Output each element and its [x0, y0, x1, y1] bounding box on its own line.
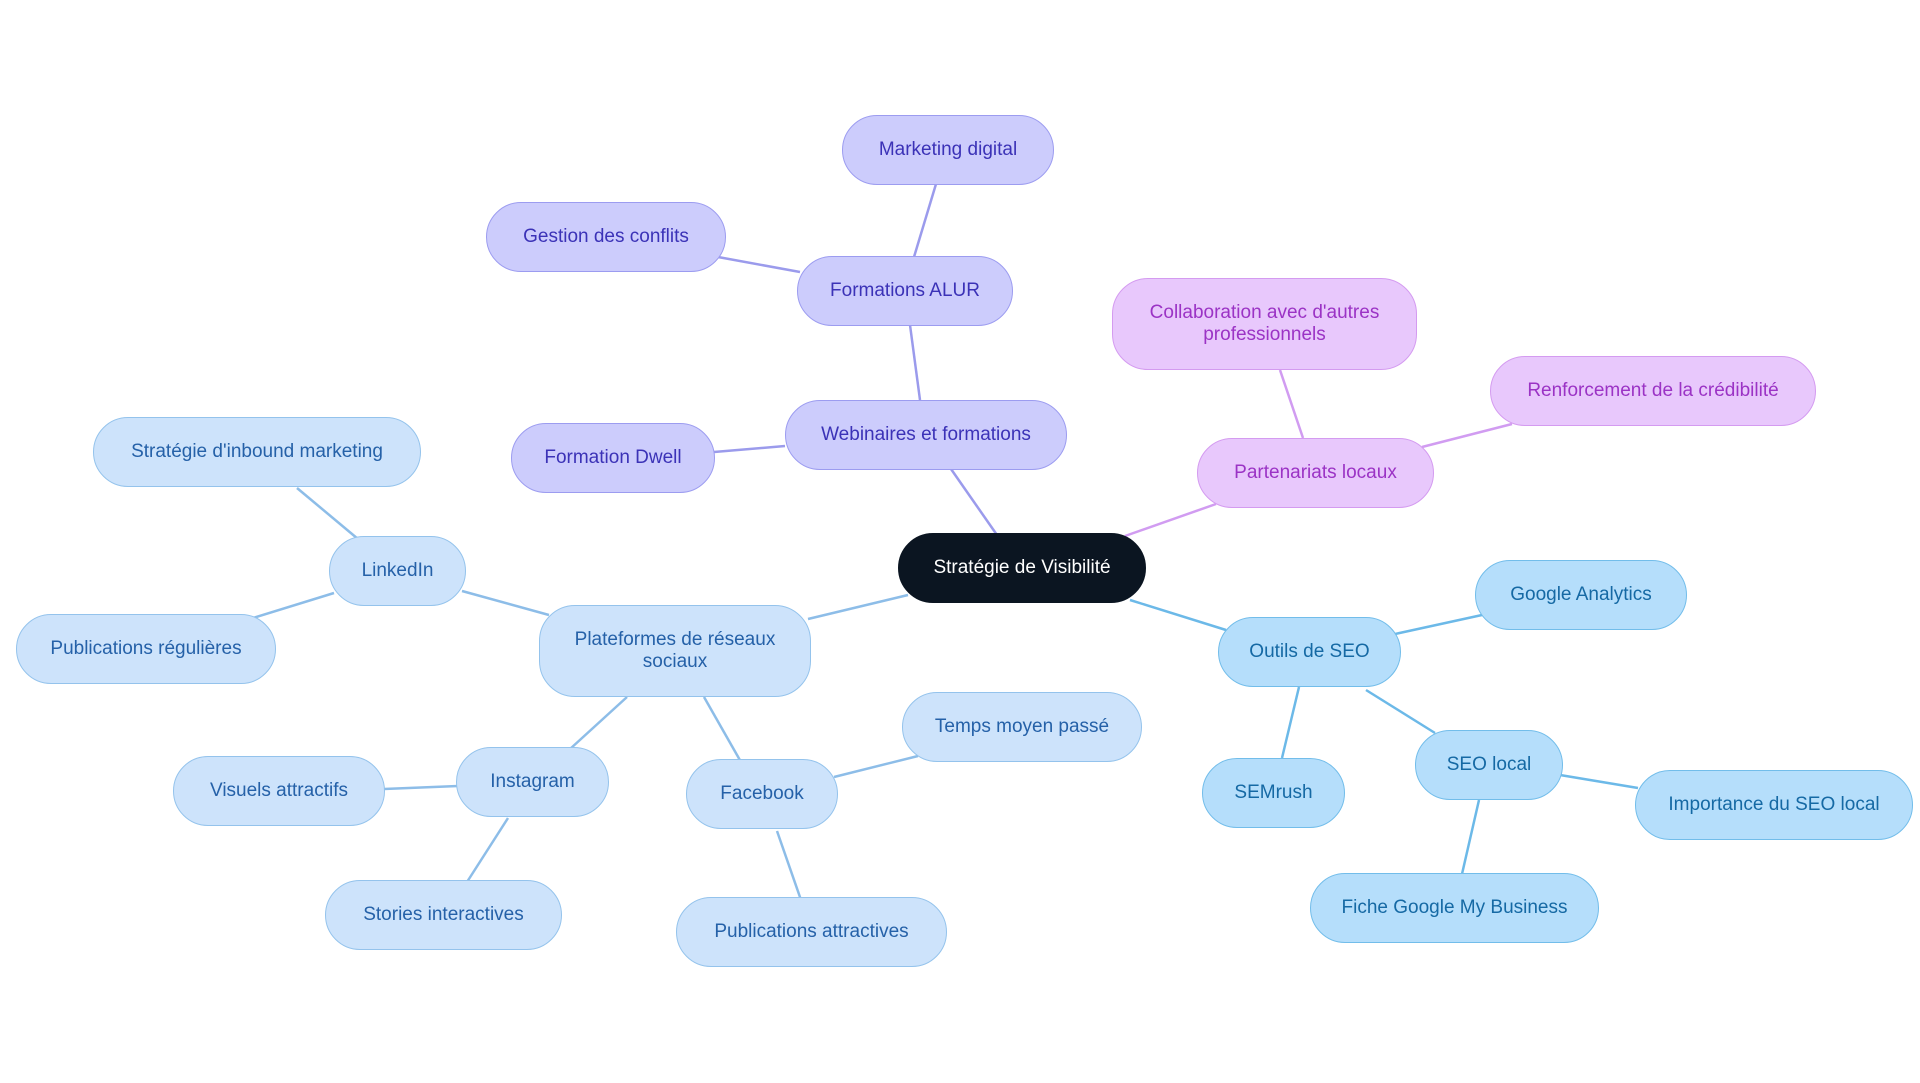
edge-reseaux-facebook	[702, 696, 743, 763]
node-collaboration-professionnels[interactable]: Collaboration avec d'autres professionne…	[1112, 278, 1417, 370]
edge-root-seo	[1129, 598, 1227, 632]
node-outils-seo[interactable]: Outils de SEO	[1218, 617, 1401, 687]
node-semrush[interactable]: SEMrush	[1202, 758, 1345, 828]
edge-partenariats-credibilite	[1421, 422, 1513, 449]
edge-partenariats-collaboration	[1278, 369, 1305, 439]
node-renforcement-credibilite[interactable]: Renforcement de la crédibilité	[1490, 356, 1816, 426]
node-importance-seo-local[interactable]: Importance du SEO local	[1635, 770, 1913, 840]
node-marketing-digital[interactable]: Marketing digital	[842, 115, 1054, 185]
node-plateformes-reseaux[interactable]: Plateformes de réseaux sociaux	[539, 605, 811, 697]
edge-reseaux-instagram	[569, 696, 628, 750]
node-seo-local[interactable]: SEO local	[1415, 730, 1563, 800]
edge-seolocal-importance	[1559, 773, 1639, 790]
node-visuels-attractifs[interactable]: Visuels attractifs	[173, 756, 385, 826]
node-temps-moyen-passe[interactable]: Temps moyen passé	[902, 692, 1142, 762]
edge-root-partenariats	[1124, 502, 1217, 538]
edge-seo-seolocal	[1365, 688, 1436, 735]
node-fiche-google-my-business[interactable]: Fiche Google My Business	[1310, 873, 1599, 943]
edge-seolocal-gmb	[1460, 799, 1481, 875]
node-instagram[interactable]: Instagram	[456, 747, 609, 817]
node-formation-dwell[interactable]: Formation Dwell	[511, 423, 715, 493]
edge-webinaires-dwell	[713, 444, 786, 454]
edge-facebook-publications	[775, 830, 803, 901]
edge-linkedin-inbound	[296, 487, 359, 540]
node-partenariats-locaux[interactable]: Partenariats locaux	[1197, 438, 1434, 508]
edge-facebook-temps	[833, 754, 919, 779]
edge-webinaires-alur	[908, 324, 922, 401]
node-webinaires-formations[interactable]: Webinaires et formations	[785, 400, 1067, 470]
edge-seo-analytics	[1394, 613, 1483, 636]
node-google-analytics[interactable]: Google Analytics	[1475, 560, 1687, 630]
node-formations-alur[interactable]: Formations ALUR	[797, 256, 1013, 326]
edge-root-webinaires	[949, 468, 999, 536]
node-gestion-conflits[interactable]: Gestion des conflits	[486, 202, 726, 272]
edge-seo-semrush	[1280, 686, 1301, 759]
edge-reseaux-linkedin	[461, 589, 550, 617]
node-publications-regulieres[interactable]: Publications régulières	[16, 614, 276, 684]
node-linkedin[interactable]: LinkedIn	[329, 536, 466, 606]
node-facebook[interactable]: Facebook	[686, 759, 838, 829]
node-stories-interactives[interactable]: Stories interactives	[325, 880, 562, 950]
edge-root-reseaux	[807, 593, 909, 621]
edge-alur-marketing	[912, 183, 938, 258]
edge-alur-conflits	[717, 255, 801, 274]
node-strategie-inbound[interactable]: Stratégie d'inbound marketing	[93, 417, 421, 487]
root-node[interactable]: Stratégie de Visibilité	[898, 533, 1146, 603]
edge-instagram-visuels	[383, 784, 459, 791]
node-publications-attractives[interactable]: Publications attractives	[676, 897, 947, 967]
edge-instagram-stories	[465, 817, 510, 883]
edge-linkedin-publications	[252, 591, 335, 620]
